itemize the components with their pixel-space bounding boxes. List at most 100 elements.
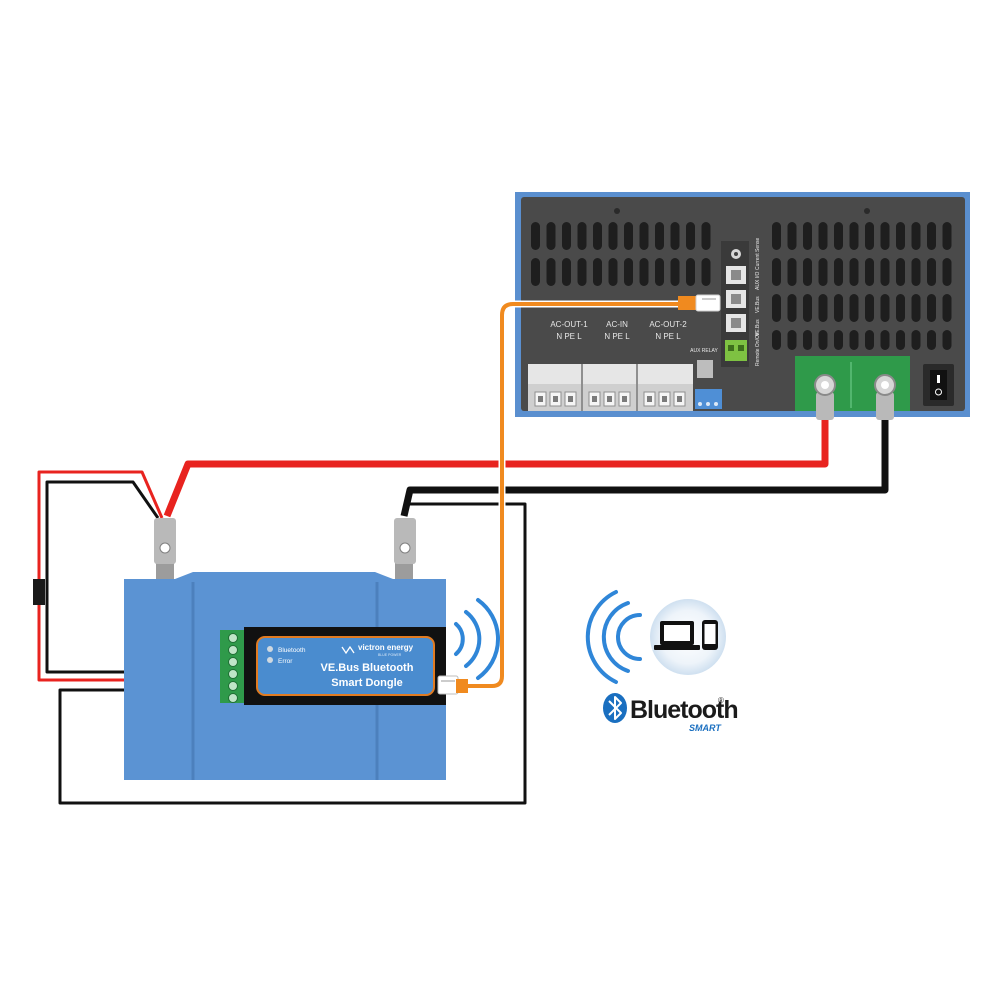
vent-slot (818, 330, 828, 350)
vent-slot (880, 222, 890, 250)
vent-slot (880, 294, 890, 322)
vent-slot (577, 258, 587, 286)
ac-in-pins: N PE L (604, 332, 630, 341)
battery-lug-negative (394, 518, 416, 564)
vent-slot (577, 222, 587, 250)
vebus-socket-2 (731, 318, 741, 328)
positive-lug-hole (821, 381, 829, 389)
red-sense-wire (37, 470, 222, 682)
rj45-plug-inverter (695, 294, 721, 312)
bluetooth-led-label: Bluetooth (278, 647, 306, 654)
vent-slot (787, 258, 797, 286)
vent-slot (865, 222, 874, 250)
victron-tagline: BLUE POWER (378, 653, 402, 657)
ac-terminal-labels: AC-OUT-1 N PE L AC-IN N PE L AC-OUT-2 N … (550, 320, 687, 341)
vebus-socket-1 (731, 294, 741, 304)
vent-slot (896, 222, 905, 250)
dongle-faceplate (256, 636, 435, 696)
aux-relay-switch (697, 360, 713, 378)
dongle-title-line2: Smart Dongle (331, 677, 403, 689)
aux-relay-label: AUX RELAY (690, 348, 718, 354)
vent-slot (593, 258, 602, 286)
terminal-screw-head (647, 396, 652, 402)
bluetooth-smart-badge: Bluetooth ® SMART (585, 590, 739, 733)
bluetooth-registered: ® (718, 696, 724, 705)
negative-lug (876, 392, 894, 420)
power-switch-on-mark (937, 375, 940, 383)
vent-slot (531, 258, 540, 286)
vent-slot (942, 294, 952, 322)
vent-slot (834, 330, 843, 350)
vent-slot (849, 330, 859, 350)
vent-slot (927, 330, 936, 350)
vent-slot (865, 294, 874, 322)
phone-screen (704, 624, 716, 644)
vent-slot (818, 258, 828, 286)
vent-slot (772, 258, 781, 286)
vent-slot (803, 222, 812, 250)
vent-slot (911, 222, 921, 250)
terminal-strip-top (528, 364, 693, 384)
bluetooth-wordmark: Bluetooth (630, 696, 738, 724)
bluetooth-rune (608, 696, 622, 720)
terminal-screw (698, 402, 702, 406)
error-led (267, 657, 273, 663)
aux-io-socket (731, 270, 741, 280)
vent-slot (531, 222, 540, 250)
vent-slot (834, 222, 843, 250)
black-sense-wire (45, 480, 222, 674)
terminal-screw (228, 669, 238, 679)
mount-hole (864, 208, 870, 214)
vent-slot (562, 222, 571, 250)
vent-slot (787, 222, 797, 250)
vent-slot (546, 222, 556, 250)
vebus-label-2: VE.Bus (755, 319, 761, 336)
remote-onoff-label: Remote On/Off (755, 332, 761, 366)
vent-slot (803, 258, 812, 286)
vent-slot (608, 258, 618, 286)
vent-slot (593, 222, 602, 250)
vent-slot (639, 258, 649, 286)
battery-lug-negative-bolt (399, 542, 411, 554)
vent-slot (639, 222, 649, 250)
vent-slot (880, 330, 890, 350)
vent-slot (624, 222, 633, 250)
bluetooth-smart-label: SMART (689, 723, 722, 733)
vent-slot (865, 258, 874, 286)
vent-slot (670, 222, 680, 250)
vent-slot (608, 222, 618, 250)
laptop-screen (664, 625, 690, 641)
vent-slot (942, 330, 952, 350)
terminal-screw (706, 402, 710, 406)
vent-slot (927, 294, 936, 322)
ac-out-2-label: AC-OUT-2 (649, 320, 687, 329)
terminal-screw (228, 657, 238, 667)
power-switch-rocker[interactable] (930, 370, 947, 400)
vebus-bluetooth-dongle: Bluetooth Error victron energy BLUE POWE… (220, 598, 501, 705)
rj45-boot-inverter (678, 296, 696, 310)
vent-slot (624, 258, 633, 286)
red-cable-positive (163, 405, 829, 518)
vent-slot (849, 294, 859, 322)
rj45-boot-dongle (456, 679, 468, 693)
cables (33, 294, 890, 805)
terminal-screw (728, 345, 734, 351)
negative-lug-hole (881, 381, 889, 389)
ac-in-label: AC-IN (606, 320, 628, 329)
terminal-screw-head (607, 396, 612, 402)
terminal-screw-head (677, 396, 682, 402)
inline-fuse (33, 579, 45, 605)
terminal-screw-head (622, 396, 627, 402)
vent-slot (772, 294, 781, 322)
vent-slot (942, 258, 952, 286)
device-wireless-waves (585, 590, 642, 684)
orange-vebus-cable (442, 302, 702, 688)
ac-terminal-blocks (528, 364, 693, 411)
bluetooth-led (267, 646, 273, 652)
vent-slot (655, 258, 664, 286)
vent-slot (818, 222, 828, 250)
ac-out-1-pins: N PE L (556, 332, 582, 341)
ac-out-2-pins: N PE L (655, 332, 681, 341)
vent-slot (865, 330, 874, 350)
mount-hole (614, 208, 620, 214)
